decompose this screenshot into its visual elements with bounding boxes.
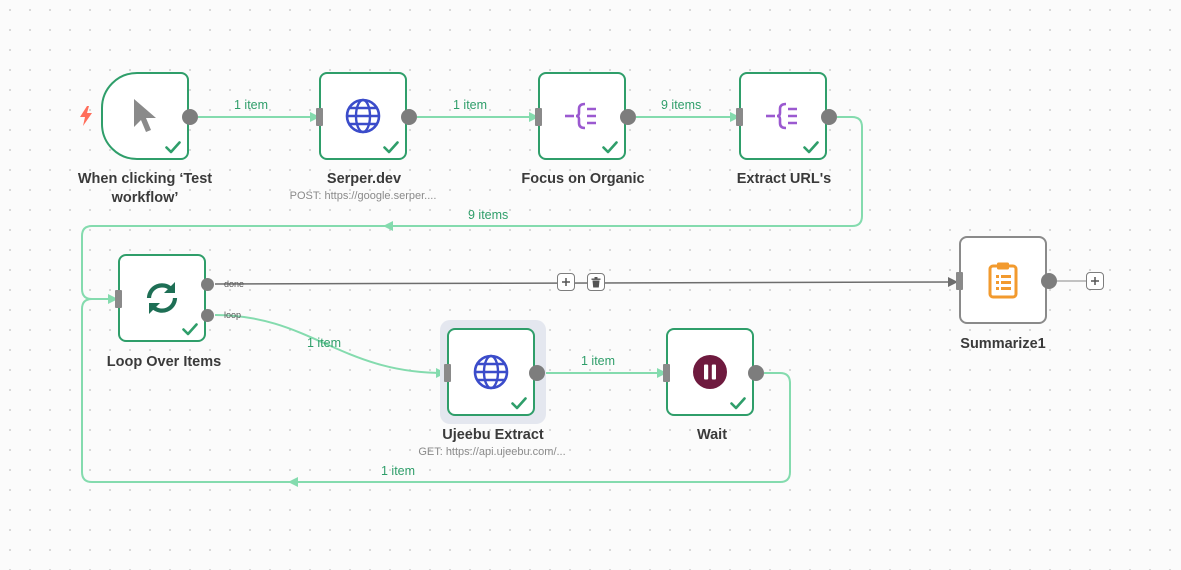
success-check-icon [383, 141, 399, 154]
plus-icon [1091, 277, 1099, 285]
input-port-focus[interactable] [535, 108, 542, 126]
edge-label-extract-loop: 9 items [468, 208, 509, 222]
globe-icon [343, 96, 383, 136]
connection-loop-done-summarize[interactable] [214, 277, 958, 288]
output-port-serper[interactable] [401, 109, 417, 125]
connection-extract-loop[interactable] [81, 116, 863, 304]
node-label-ujeebu: Ujeebu Extract [442, 427, 544, 443]
connection-loop-ujeebu[interactable] [214, 314, 446, 378]
node-label-wait: Wait [696, 427, 728, 443]
node-label-extract: Extract URL's [736, 171, 832, 187]
input-port-extract[interactable] [736, 108, 743, 126]
input-port-loop[interactable] [115, 290, 122, 308]
node-label-loop: Loop Over Items [106, 354, 222, 370]
success-check-icon [730, 397, 746, 410]
success-check-icon [511, 397, 527, 410]
node-subtitle-ujeebu: GET: https://api.ujeebu.com/... [418, 446, 566, 458]
globe-icon [471, 352, 511, 392]
add-node-on-connection-button[interactable] [557, 273, 575, 291]
node-subtitle-serper: POST: https://google.serper.... [289, 190, 437, 202]
edge-label-trigger-serper: 1 item [234, 98, 269, 112]
split-out-icon [763, 96, 803, 136]
trigger-lightning-icon [80, 106, 92, 126]
input-port-summarize[interactable] [956, 272, 963, 290]
success-check-icon [165, 141, 181, 154]
edge-label-ujeebu-wait: 1 item [581, 354, 616, 368]
edge-label-focus-extract: 9 items [661, 98, 702, 112]
node-extract-urls[interactable] [739, 72, 827, 160]
output-port-ujeebu[interactable] [529, 365, 545, 381]
input-port-wait[interactable] [663, 364, 670, 382]
output-port-loop-loop[interactable] [201, 309, 214, 322]
loop-icon [142, 278, 182, 318]
success-check-icon [803, 141, 819, 154]
node-manual-trigger[interactable] [101, 72, 189, 160]
clipboard-icon [983, 260, 1023, 300]
node-label-focus: Focus on Organic [521, 171, 645, 187]
input-port-ujeebu[interactable] [444, 364, 451, 382]
node-label-summarize: Summarize1 [960, 336, 1046, 352]
node-summarize1[interactable] [959, 236, 1047, 324]
connection-wait-loop[interactable] [81, 298, 791, 483]
node-ujeebu-extract[interactable] [447, 328, 535, 416]
node-focus-on-organic[interactable] [538, 72, 626, 160]
edge-label-serper-focus: 1 item [453, 98, 488, 112]
node-wait[interactable] [666, 328, 754, 416]
success-check-icon [602, 141, 618, 154]
success-check-icon [182, 323, 198, 336]
output-port-summarize[interactable] [1041, 273, 1057, 289]
plus-icon [562, 278, 570, 286]
trash-icon [591, 276, 601, 287]
output-port-wait[interactable] [748, 365, 764, 381]
add-next-node-button[interactable] [1086, 272, 1104, 290]
output-port-extract[interactable] [821, 109, 837, 125]
output-port-trigger[interactable] [182, 109, 198, 125]
node-serper-dev[interactable] [319, 72, 407, 160]
pause-icon [690, 352, 730, 392]
node-label-serper: Serper.dev [326, 171, 402, 187]
output-port-loop-done[interactable] [201, 278, 214, 291]
node-label-trigger: When clicking ‘Test workflow’ [77, 171, 213, 206]
split-out-icon [562, 96, 602, 136]
port-label-loop: loop [224, 310, 242, 320]
cursor-icon [125, 96, 165, 136]
port-label-done: done [224, 279, 245, 289]
output-port-focus[interactable] [620, 109, 636, 125]
node-loop-over-items[interactable] [118, 254, 206, 342]
edge-label-wait-loop: 1 item [381, 464, 416, 478]
delete-connection-button[interactable] [587, 273, 605, 291]
input-port-serper[interactable] [316, 108, 323, 126]
edge-label-loop-ujeebu: 1 item [307, 336, 342, 350]
